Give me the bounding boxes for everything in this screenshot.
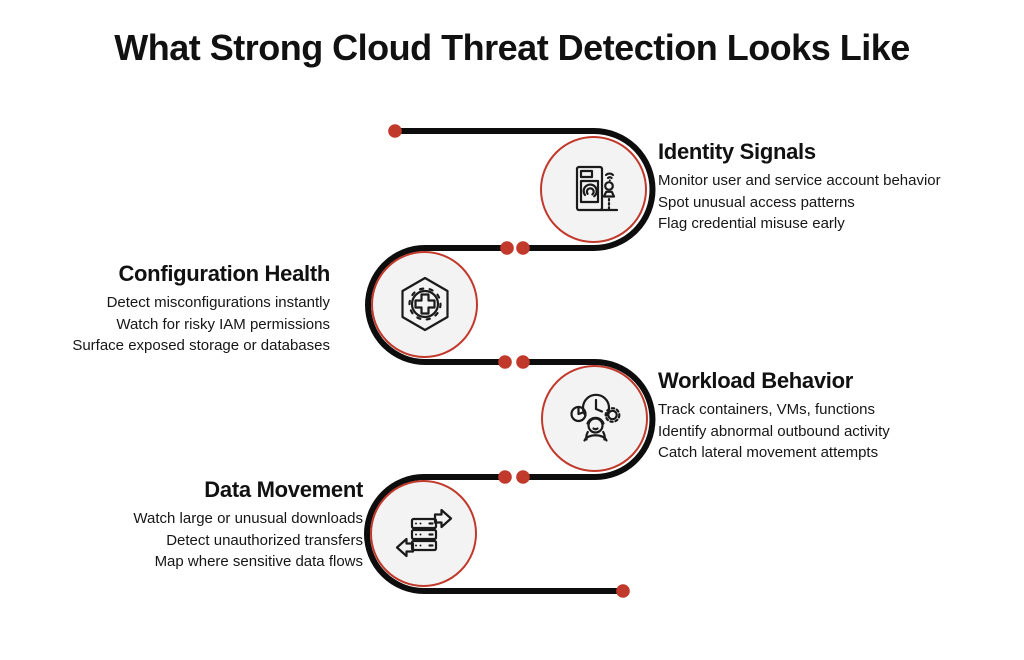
connector-segment-2 [365, 245, 507, 365]
connector-segment-3 [523, 359, 656, 480]
workload-behavior-text: Workload Behavior Track containers, VMs,… [658, 368, 998, 464]
detail-line: Detect unauthorized transfers [166, 531, 363, 549]
section-heading: Configuration Health [118, 261, 330, 286]
connector-segment-4 [364, 474, 623, 594]
detail-line: Track containers, VMs, functions [658, 401, 876, 418]
configuration-health-node [371, 251, 478, 358]
detail-line: Watch for risky IAM permissions [116, 315, 330, 333]
identity-signals-node [540, 136, 647, 243]
section-heading: Workload Behavior [658, 368, 853, 393]
data-movement-text: Data Movement Watch large or unusual dow… [23, 477, 363, 573]
path-break-dot [516, 355, 530, 369]
hexagon-gear-plus-icon [400, 276, 449, 331]
detail-line: Watch large or unusual downloads [133, 510, 363, 527]
fingerprint-access-icon [575, 165, 618, 211]
page-title: What Strong Cloud Threat Detection Looks… [114, 27, 910, 68]
server-transfer-arrows-icon [395, 508, 452, 557]
path-end-dot [616, 584, 630, 598]
path-break-dot [516, 241, 530, 255]
detail-line: Map where sensitive data flows [154, 553, 363, 570]
connector-segment-1 [395, 128, 656, 251]
path-break-dot [498, 355, 512, 369]
data-movement-node [370, 480, 477, 587]
section-heading: Data Movement [204, 477, 363, 502]
path-break-dot [498, 470, 512, 484]
detail-line: Spot unusual access patterns [658, 193, 855, 211]
detail-line: Flag credential misuse early [658, 215, 845, 232]
path-break-dot [516, 470, 530, 484]
detail-line: Identify abnormal outbound activity [658, 422, 890, 440]
workload-behavior-node [541, 365, 648, 472]
identity-signals-text: Identity Signals Monitor user and servic… [658, 139, 998, 235]
detail-line: Detect misconfigurations instantly [106, 294, 330, 311]
section-heading: Identity Signals [658, 139, 816, 164]
path-break-dot [500, 241, 514, 255]
detail-line: Catch lateral movement attempts [658, 444, 879, 461]
detail-line: Monitor user and service account behavio… [658, 172, 941, 189]
path-start-dot [388, 124, 402, 138]
configuration-health-text: Configuration Health Detect misconfigura… [0, 261, 330, 357]
detail-line: Surface exposed storage or databases [72, 337, 330, 354]
gauge-gear-person-icon [569, 393, 620, 442]
